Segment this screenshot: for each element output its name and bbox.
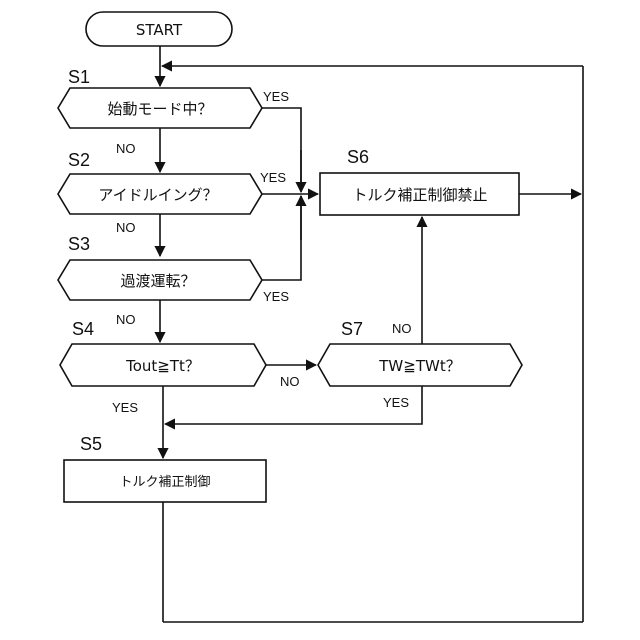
branch-s1-no: NO <box>116 141 136 156</box>
decision-s4-text: Tout≧Tt？ <box>125 357 200 375</box>
branch-s4-no: NO <box>280 374 300 389</box>
branch-s3-no: NO <box>116 312 136 327</box>
step-label-s4: S4 <box>72 319 94 339</box>
step-label-s5: S5 <box>80 434 102 454</box>
start-label: START <box>136 21 183 39</box>
decision-s7-text: TW≧TWt？ <box>378 357 460 375</box>
branch-s1-yes: YES <box>263 89 289 104</box>
branch-s3-yes: YES <box>263 289 289 304</box>
process-s6-text: トルク補正制御禁止 <box>352 186 487 204</box>
decision-s2-text: アイドルイング？ <box>98 186 217 204</box>
branch-s7-no: NO <box>392 321 412 336</box>
step-label-s6: S6 <box>347 147 369 167</box>
step-label-s3: S3 <box>68 234 90 254</box>
branch-s2-no: NO <box>116 220 136 235</box>
decision-s1-text: 始動モード中？ <box>107 100 212 118</box>
branch-s4-yes: YES <box>112 400 138 415</box>
step-label-s2: S2 <box>68 150 90 170</box>
step-label-s7: S7 <box>341 319 363 339</box>
branch-s2-yes: YES <box>260 170 286 185</box>
branch-s7-yes: YES <box>383 395 409 410</box>
process-s5-text: トルク補正制御 <box>119 475 210 490</box>
connector-s3-yes <box>262 196 301 280</box>
step-label-s1: S1 <box>68 67 90 87</box>
decision-s3-text: 過渡運転？ <box>120 272 195 290</box>
